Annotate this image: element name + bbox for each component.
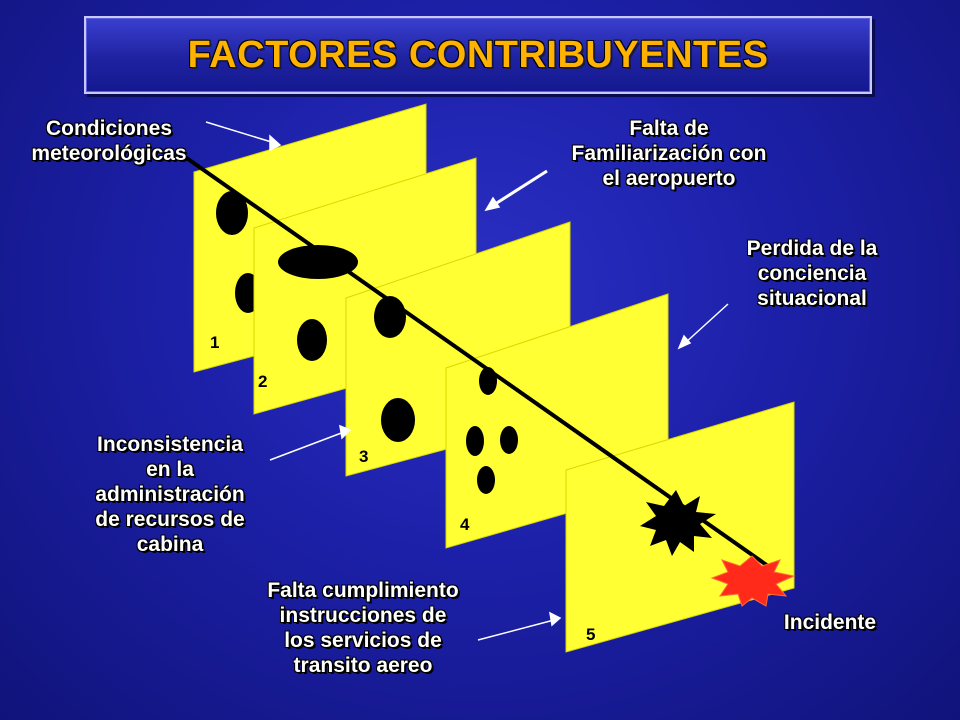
- hole: [297, 319, 327, 361]
- label-line: en la: [146, 458, 194, 481]
- arrow-familiarizacion: [491, 169, 548, 208]
- label-line: transito aereo: [293, 654, 433, 677]
- label-line: conciencia: [757, 262, 867, 285]
- label-line: el aeropuerto: [602, 167, 736, 190]
- arrow-cumplimiento: [477, 619, 555, 641]
- hole: [466, 426, 484, 456]
- label-line: Condiciones: [45, 117, 172, 140]
- arrow-condiciones: [205, 121, 279, 145]
- hole: [216, 191, 248, 235]
- label-perdida-conciencia: Perdida de la conciencia situacional: [718, 236, 906, 311]
- label-line: meteorológicas: [31, 142, 187, 165]
- label-falta-familiarizacion: Falta de Familiarización con el aeropuer…: [530, 116, 808, 191]
- label-line: Incidente: [783, 611, 877, 634]
- hole: [381, 398, 415, 442]
- pointer-arrows: [205, 121, 729, 641]
- black-burst-icon: [640, 490, 716, 556]
- label-line: Perdida de la: [746, 237, 878, 260]
- label-line: los servicios de: [284, 629, 442, 652]
- slice-number-3: 3: [359, 447, 368, 466]
- slice-number-5: 5: [586, 625, 595, 644]
- arrowhead-icon: [549, 611, 562, 627]
- hole: [477, 466, 495, 494]
- arrowhead-icon: [269, 134, 282, 152]
- label-falta-cumplimiento: Falta cumplimiento instrucciones de los …: [234, 578, 492, 678]
- slice-number-2: 2: [258, 372, 267, 391]
- arrowhead-icon: [677, 334, 692, 350]
- arrow-perdida: [683, 303, 729, 345]
- slice-number-1: 1: [210, 333, 219, 352]
- label-line: instrucciones de: [279, 604, 447, 627]
- label-line: Inconsistencia: [97, 433, 243, 456]
- hole: [278, 245, 358, 279]
- hole: [500, 426, 518, 454]
- label-line: cabina: [136, 533, 204, 556]
- arrowhead-icon: [484, 196, 501, 212]
- title-banner: FACTORES CONTRIBUYENTES: [84, 16, 872, 94]
- arrowhead-icon: [339, 424, 352, 440]
- label-line: de recursos de: [95, 508, 245, 531]
- page-title: FACTORES CONTRIBUYENTES: [187, 33, 769, 76]
- label-inconsistencia-recursos: Inconsistencia en la administración de r…: [64, 432, 276, 557]
- slice-number-4: 4: [460, 515, 470, 534]
- label-line: Falta de: [629, 117, 709, 140]
- accident-trajectory-line: [176, 150, 770, 568]
- label-line: situacional: [757, 287, 867, 310]
- label-line: administración: [95, 483, 245, 506]
- label-line: Falta cumplimiento: [267, 579, 459, 602]
- label-incidente: Incidente: [760, 610, 900, 635]
- arrow-inconsistencia: [269, 431, 345, 461]
- label-line: Familiarización con: [571, 142, 767, 165]
- label-condiciones-meteorologicas: Condiciones meteorológicas: [6, 116, 212, 166]
- red-burst-icon: [710, 555, 796, 607]
